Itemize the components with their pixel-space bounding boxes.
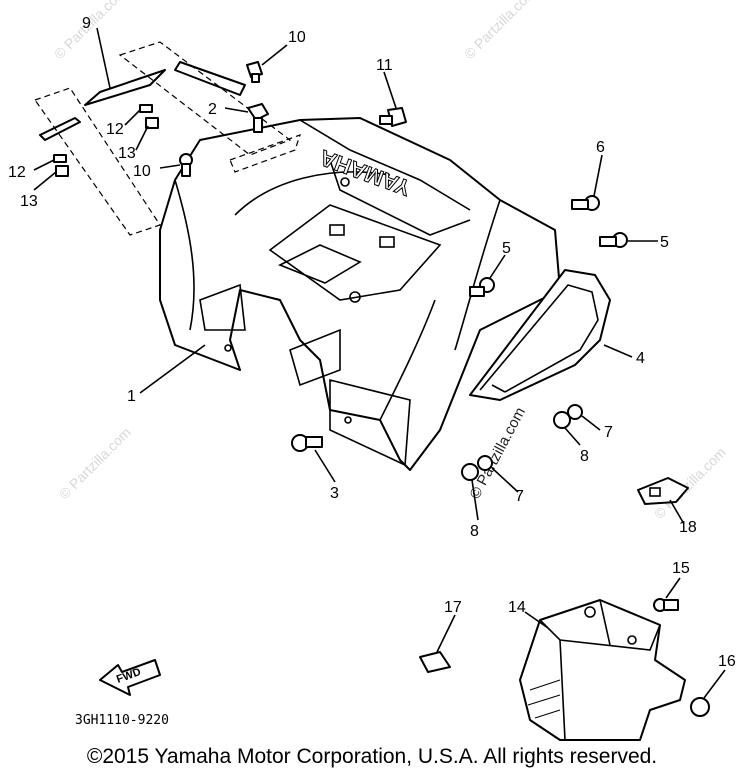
callout-6: 6 <box>596 139 605 156</box>
callout-10: 10 <box>133 163 151 180</box>
callout-7: 7 <box>604 424 613 441</box>
callout-9: 9 <box>82 15 91 32</box>
fasteners <box>53 61 628 481</box>
callout-10: 10 <box>288 29 306 46</box>
callout-18: 18 <box>679 519 697 536</box>
callout-2: 2 <box>208 101 217 118</box>
callout-11: 11 <box>376 57 393 74</box>
bracket-18 <box>637 477 689 505</box>
watermark: © Partzilla.com <box>56 424 134 502</box>
side-strips <box>34 41 301 236</box>
callout-7: 7 <box>515 488 524 505</box>
callout-16: 16 <box>718 653 736 670</box>
callout-4: 4 <box>636 350 645 367</box>
pad-17 <box>419 651 451 673</box>
leader-lines <box>33 27 726 699</box>
callout-5: 5 <box>502 240 511 257</box>
fwd-arrow-icon: FWD <box>99 659 161 696</box>
storage-box-14 <box>519 599 686 741</box>
callout-12: 12 <box>8 164 26 181</box>
callout-1: 1 <box>127 388 136 405</box>
callout-14: 14 <box>508 599 526 616</box>
callout-13: 13 <box>20 193 38 210</box>
callout-12: 12 <box>106 121 124 138</box>
callout-13: 13 <box>118 145 136 162</box>
callout-5: 5 <box>660 234 669 251</box>
callout-17: 17 <box>444 599 462 616</box>
callouts: 9 10 2 11 12 13 12 13 10 6 5 5 4 1 3 7 8… <box>8 15 736 670</box>
mud-flap <box>469 269 611 401</box>
callout-8: 8 <box>580 448 589 465</box>
rear-fender: YAMAHA <box>159 117 561 471</box>
copyright-notice: ©2015 Yamaha Motor Corporation, U.S.A. A… <box>86 745 658 768</box>
callout-8: 8 <box>470 523 479 540</box>
watermark: © Partzilla.com <box>461 0 539 62</box>
callout-3: 3 <box>330 485 339 502</box>
diagram-code: 3GH1110-9220 <box>75 713 169 728</box>
callout-15: 15 <box>672 560 690 577</box>
